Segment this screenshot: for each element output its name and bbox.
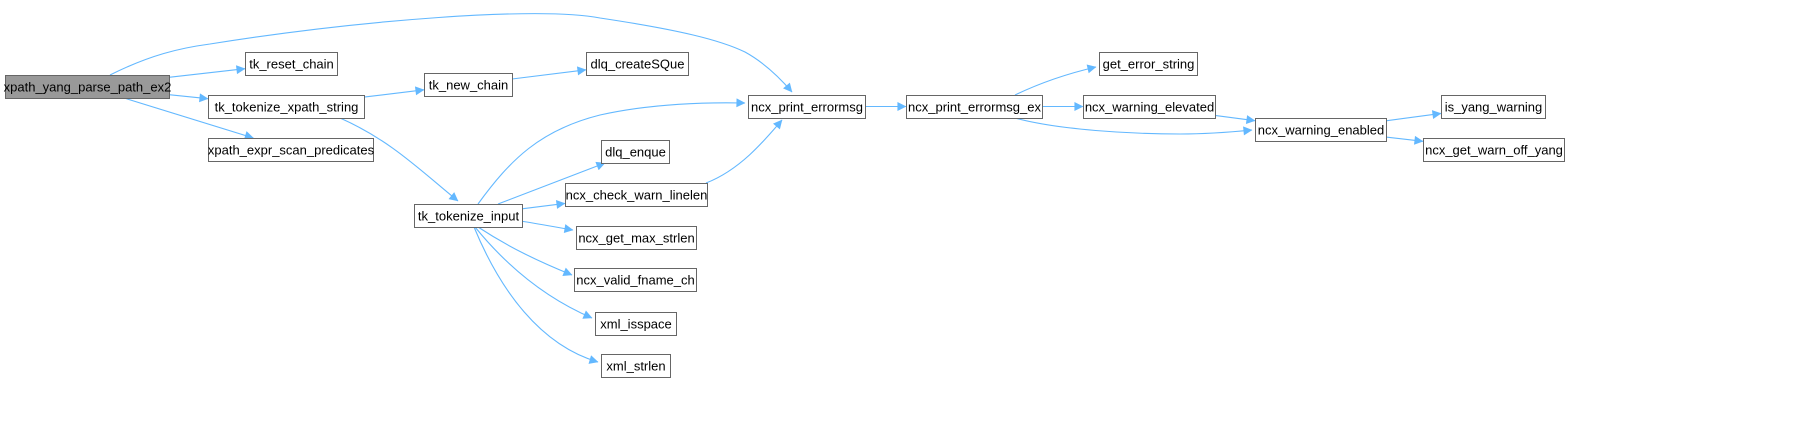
node-label: xml_strlen (606, 359, 665, 374)
node-box[interactable] (574, 268, 697, 292)
edge-ncx_print_errormsg_ex-to-get_error_string (1014, 64, 1097, 96)
edge-xpath_yang_parse_path_ex2-to-xpath_expr_scan_predicates (123, 97, 254, 140)
edge-tk_tokenize_input-to-xml_strlen (473, 226, 599, 364)
function-node[interactable]: xml_strlen (601, 354, 671, 378)
node-label: tk_new_chain (429, 78, 509, 93)
function-node[interactable]: dlq_createSQue (586, 52, 689, 76)
node-label: ncx_check_warn_linelen (566, 188, 708, 203)
edge-tk_tokenize_input-to-dlq_enque (497, 161, 606, 205)
function-node[interactable]: ncx_check_warn_linelen (565, 183, 708, 207)
edge-tk_new_chain-to-dlq_createSQue (511, 66, 587, 80)
node-box[interactable] (245, 52, 338, 76)
node-box[interactable] (1441, 95, 1546, 119)
function-node[interactable]: tk_new_chain (424, 73, 513, 97)
node-box[interactable] (1423, 138, 1565, 162)
edge-tk_tokenize_input-to-ncx_valid_fname_ch (477, 226, 573, 276)
edge-ncx_warning_elevated-to-ncx_warning_enabled (1214, 114, 1256, 125)
node-label: is_yang_warning (1445, 100, 1543, 115)
edge-tk_tokenize_xpath_string-to-tk_new_chain (363, 86, 425, 98)
edge-ncx_check_warn_linelen-to-ncx_print_errormsg (705, 119, 783, 184)
node-label: xml_isspace (600, 317, 672, 332)
function-node[interactable]: ncx_get_warn_off_yang (1423, 138, 1565, 162)
function-node[interactable]: get_error_string (1099, 52, 1198, 76)
node-box[interactable] (208, 95, 365, 119)
node-label: ncx_get_warn_off_yang (1425, 143, 1563, 158)
function-node[interactable]: ncx_valid_fname_ch (574, 268, 697, 292)
function-node[interactable]: tk_tokenize_input (414, 204, 523, 228)
edge-xpath_yang_parse_path_ex2-to-ncx_print_errormsg (109, 13, 793, 93)
node-label: dlq_enque (605, 145, 666, 160)
node-label: ncx_print_errormsg (751, 100, 863, 115)
node-box[interactable] (586, 52, 689, 76)
node-label: tk_reset_chain (249, 57, 334, 72)
node-box[interactable] (1099, 52, 1198, 76)
edge-tk_tokenize_input-to-ncx_print_errormsg (477, 98, 746, 205)
node-label: xpath_expr_scan_predicates (208, 143, 375, 158)
edge-tk_tokenize_xpath_string-to-tk_tokenize_input (339, 117, 459, 202)
node-label: ncx_warning_enabled (1258, 123, 1384, 138)
edge-layer (109, 13, 1442, 364)
edge-tk_tokenize_input-to-ncx_get_max_strlen (519, 220, 574, 234)
node-box[interactable] (414, 204, 523, 228)
edge-xpath_yang_parse_path_ex2-to-tk_reset_chain (168, 65, 246, 78)
function-node[interactable]: ncx_get_max_strlen (576, 226, 697, 250)
node-box[interactable] (1083, 95, 1216, 119)
node-label: xpath_yang_parse_path_ex2 (4, 80, 172, 95)
edge-tk_tokenize_input-to-ncx_check_warn_linelen (521, 200, 566, 210)
edge-ncx_warning_enabled-to-ncx_get_warn_off_yang (1385, 135, 1424, 145)
edge-tk_tokenize_input-to-xml_isspace (474, 226, 593, 319)
node-label: dlq_createSQue (591, 57, 685, 72)
function-node[interactable]: ncx_print_errormsg (748, 95, 866, 119)
node-box[interactable] (601, 354, 671, 378)
function-node[interactable]: xpath_expr_scan_predicates (208, 138, 375, 162)
node-box[interactable] (601, 140, 670, 164)
node-box[interactable] (424, 73, 513, 97)
node-label: ncx_warning_elevated (1085, 100, 1214, 115)
node-box[interactable] (1255, 118, 1387, 142)
function-node[interactable]: ncx_print_errormsg_ex (906, 95, 1043, 119)
function-node[interactable]: tk_tokenize_xpath_string (208, 95, 365, 119)
function-node[interactable]: is_yang_warning (1441, 95, 1546, 119)
node-box[interactable] (748, 95, 866, 119)
function-node[interactable]: ncx_warning_elevated (1083, 95, 1216, 119)
edge-ncx_warning_enabled-to-is_yang_warning (1385, 110, 1442, 122)
node-box[interactable] (576, 226, 697, 250)
node-box[interactable] (906, 95, 1043, 119)
node-box[interactable] (5, 75, 170, 99)
node-label: tk_tokenize_input (418, 209, 520, 224)
function-node[interactable]: xml_isspace (595, 312, 677, 336)
function-node[interactable]: dlq_enque (601, 140, 670, 164)
node-label: ncx_valid_fname_ch (576, 273, 695, 288)
node-box[interactable] (595, 312, 677, 336)
node-box[interactable] (208, 138, 374, 162)
function-node[interactable]: tk_reset_chain (245, 52, 338, 76)
node-layer: xpath_yang_parse_path_ex2 tk_reset_chaint… (4, 52, 1565, 378)
node-label: get_error_string (1103, 57, 1195, 72)
node-label: ncx_get_max_strlen (578, 231, 694, 246)
root-node[interactable]: xpath_yang_parse_path_ex2 (4, 75, 172, 99)
edge-xpath_yang_parse_path_ex2-to-tk_tokenize_xpath_string (168, 93, 209, 103)
function-node[interactable]: ncx_warning_enabled (1255, 118, 1387, 142)
node-label: tk_tokenize_xpath_string (215, 100, 359, 115)
node-label: ncx_print_errormsg_ex (908, 100, 1041, 115)
node-box[interactable] (565, 183, 708, 207)
edge-ncx_print_errormsg_ex-to-ncx_warning_enabled (1014, 117, 1253, 136)
